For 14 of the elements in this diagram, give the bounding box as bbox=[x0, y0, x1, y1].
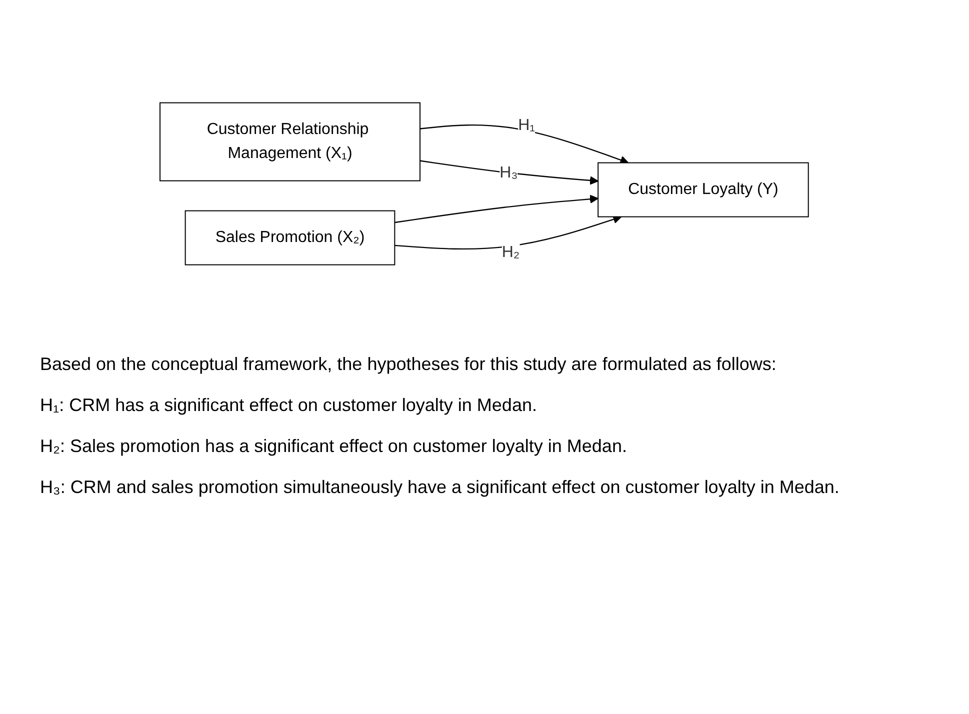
edge-label: H₁ bbox=[518, 117, 536, 134]
hypothesis-text: H₂: Sales promotion has a significant effect on customer loyalty in Medan. bbox=[40, 436, 628, 457]
arrow bbox=[420, 124, 630, 164]
node-box: Customer Loyalty (Y) bbox=[598, 162, 810, 218]
arrow bbox=[394, 215, 622, 250]
hypothesis-text: H₃: CRM and sales promotion simultaneously have a significant effect on customer loyalty in Medan. bbox=[40, 477, 840, 498]
arrow bbox=[394, 194, 599, 224]
edge-label: H₂ bbox=[502, 244, 520, 262]
node-box: Customer Relationship Management (X₁) bbox=[160, 102, 421, 182]
hypothesis-text: Based on the conceptual framework, the hypotheses for this study are formulated as follows: bbox=[40, 354, 778, 375]
arrow bbox=[420, 160, 599, 185]
hypothesis-text: H₁: CRM has a significant effect on customer loyalty in Medan. bbox=[40, 395, 538, 416]
node-box: Sales Promotion (X₂) bbox=[185, 210, 396, 266]
edge-label: H₃ bbox=[500, 164, 518, 182]
